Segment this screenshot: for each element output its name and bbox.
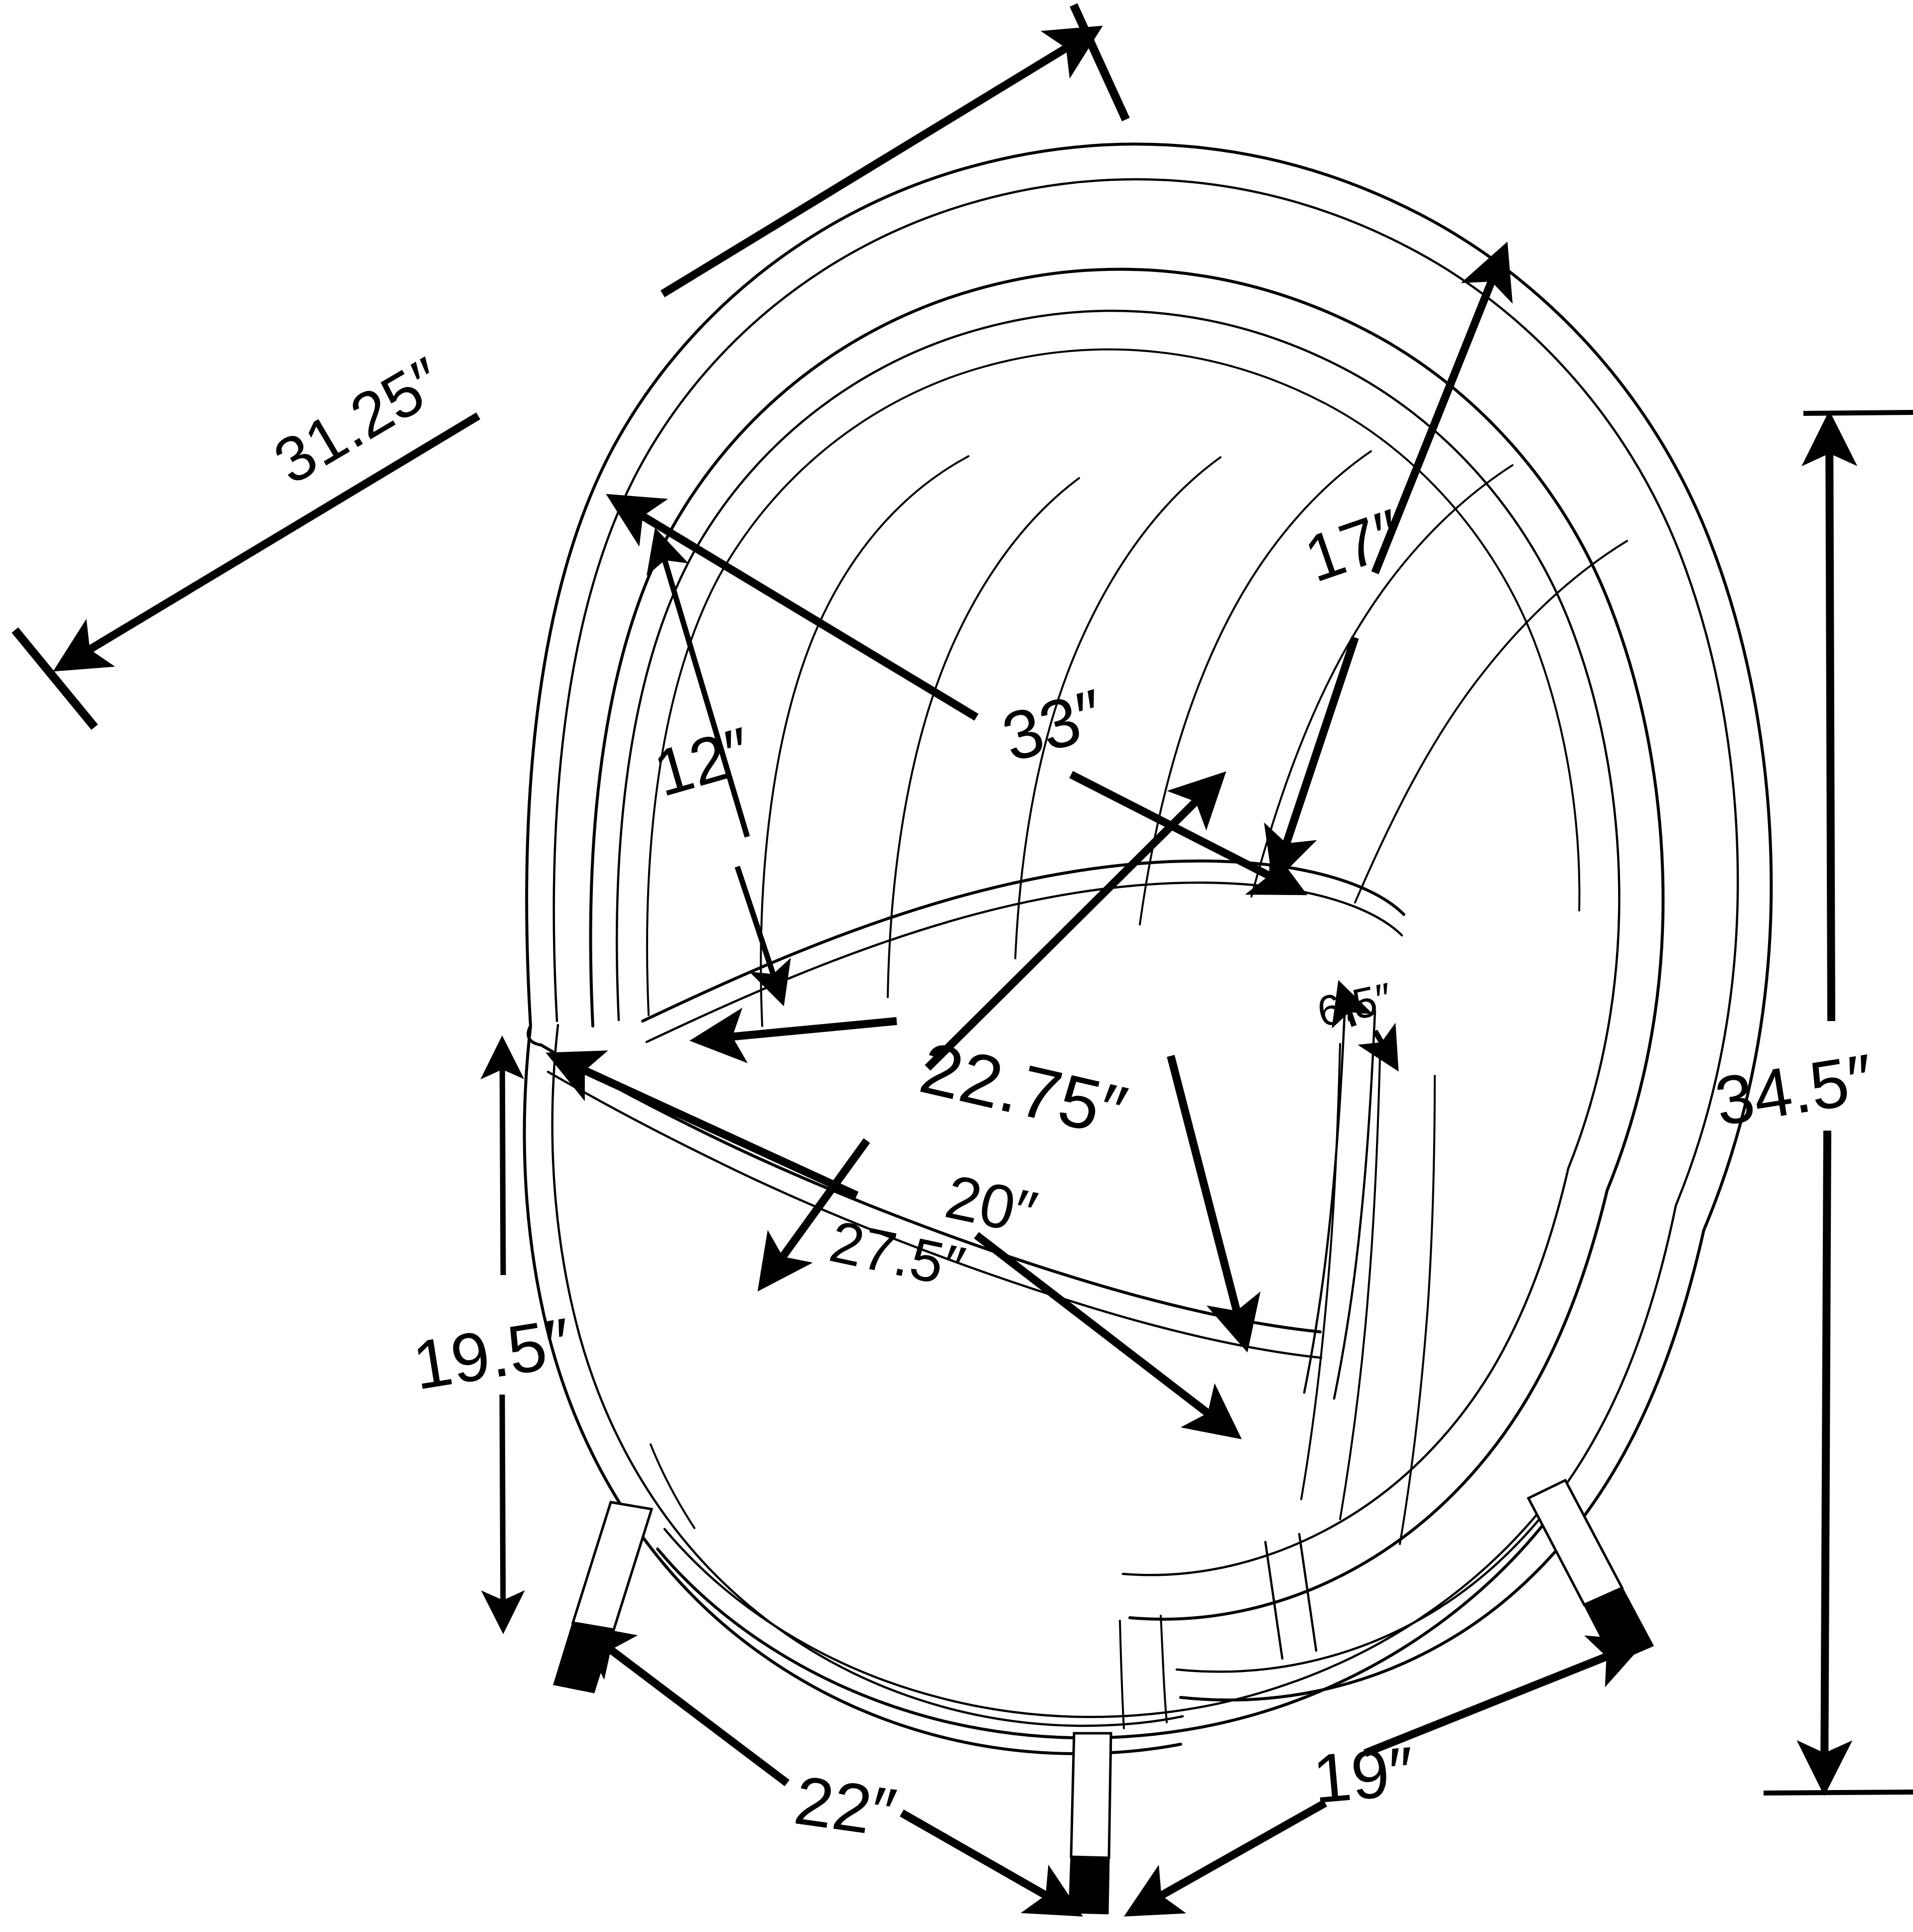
right-arm-outer-contour — [1179, 1229, 1705, 1702]
dim-label-34-5: 34.5″ — [1710, 1040, 1879, 1141]
tuft-seam-2 — [887, 477, 1080, 998]
dim-label-12: 12″ — [646, 713, 759, 810]
back-shell-outer-rim — [525, 142, 1773, 1232]
right-arm-inner-top-thickness — [1121, 1167, 1570, 1576]
dim-leg-span-front: 22″ — [576, 1624, 1083, 1917]
right-arm-outer-contour-thickness — [1175, 1204, 1677, 1673]
leg-rear — [1264, 1533, 1318, 1660]
dim-label-33: 33″ — [994, 675, 1112, 776]
back-cushion-top-seam — [646, 348, 1581, 1016]
right-arm-inner-top — [1128, 1189, 1609, 1621]
body-front-seam-2 — [1160, 1615, 1168, 1723]
tuft-seam-3 — [1014, 456, 1222, 959]
right-arm-front-seam-3 — [1399, 1075, 1436, 1545]
dim-label-31-25: 31.25″ — [263, 344, 456, 498]
dim-label-19: 19″ — [1310, 1733, 1417, 1818]
dim-label-22: 22″ — [790, 1762, 901, 1852]
dim-label-19-5: 19.5″ — [408, 1304, 576, 1405]
body-lower-outer-thickness — [551, 1024, 1184, 1727]
tuft-seam-1 — [760, 455, 969, 1027]
leg-tip-front-center — [1068, 1856, 1110, 1915]
body-left-panel-seam — [650, 1443, 695, 1529]
dim-overall-diagonal-depth: 31.25″ — [11, 3, 1130, 730]
leg-front-left — [553, 1501, 654, 1693]
dim-overall-height: 34.5″ — [1710, 410, 1913, 1796]
dim-outside-arm-span: 27.5″ — [757, 771, 1227, 1301]
seat-front-edge-thickness — [547, 1070, 1323, 1359]
dim-label-17: 17″ — [1296, 495, 1411, 596]
dim-label-6-5: 6.5″ — [1313, 974, 1396, 1036]
body-bottom-rim — [656, 1504, 1560, 1740]
right-arm-front-seam — [1300, 1043, 1341, 1500]
dim-seat-height: 19.5″ — [408, 1035, 576, 1634]
back-shell-inner-rim — [589, 267, 1665, 1192]
tuft-seam-5 — [1250, 464, 1513, 898]
leg-front-center — [1068, 1732, 1112, 1915]
dim-leg-span-side: 19″ — [1124, 1635, 1646, 1917]
dim-overall-back-width: 33″ — [606, 494, 1308, 896]
right-arm-front-seam-2 — [1339, 1055, 1381, 1520]
arm-thickness-arc-outer — [1303, 1001, 1347, 1394]
dim-arm-thickness: 6.5″ — [1313, 974, 1399, 1072]
chair-body — [523, 142, 1773, 1915]
tuft-seam-6 — [1354, 540, 1628, 903]
arm-thickness-arc-inner — [1333, 1010, 1376, 1400]
back-shell-thickness-line — [552, 178, 1739, 1207]
back-shell-inner-thickness — [615, 309, 1621, 1170]
tuft-seam-4 — [1139, 450, 1372, 925]
body-front-seam — [1119, 1620, 1125, 1729]
